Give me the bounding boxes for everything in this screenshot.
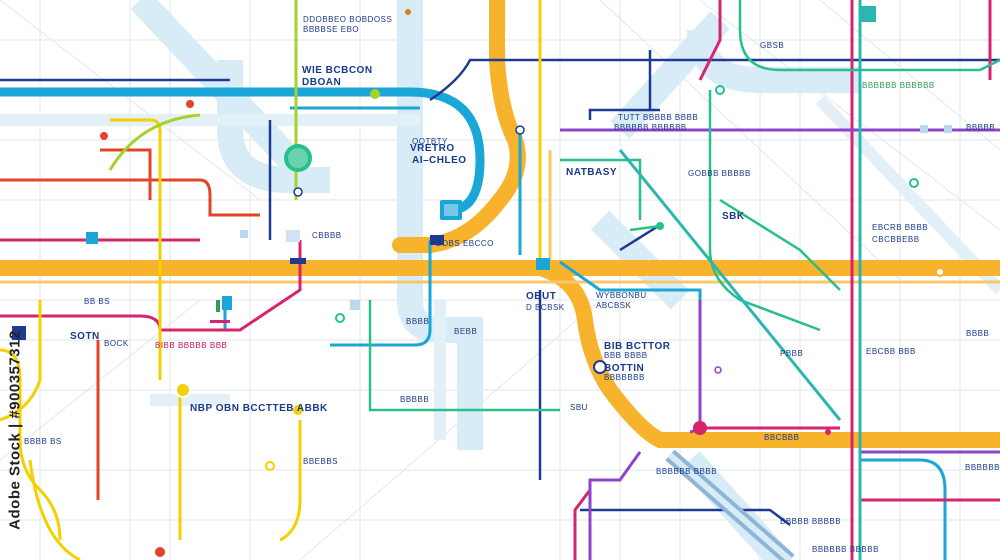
label-sbu: SBU — [570, 403, 588, 412]
yellow-line — [0, 0, 542, 560]
label-oval-3: AI–CHLEO — [412, 155, 467, 166]
label-ebcrb-2: CBCBBEBB — [872, 235, 920, 244]
label-ebcrb: EBCRB BBBB — [872, 223, 929, 232]
stock-watermark: Adobe Stock | #900357312 — [2, 320, 28, 540]
red-line — [0, 148, 260, 500]
label-gobo: GOBBB BBBBB — [688, 169, 751, 178]
label-top-center-1: DDOBBEO BOBDOSS — [303, 15, 393, 24]
label-bbbb: BBBB — [406, 317, 430, 326]
label-far-right-2: BBBBB — [966, 123, 996, 132]
label-dboan: DBOAN — [302, 77, 342, 88]
station-markers — [12, 6, 945, 557]
label-bib-bcttor: BIB BCTTOR — [604, 341, 671, 352]
label-sbk: SBK — [722, 211, 745, 222]
label-tutt-2: BBBBBB BBBBBB — [614, 123, 687, 132]
label-gbsb: GBSB — [760, 41, 785, 50]
label-bb-bs: BB BS — [84, 297, 111, 306]
label-oval-2: VRETRO — [410, 143, 455, 154]
label-oval-1: OOTBTY — [412, 137, 448, 146]
watermark-text: Adobe Stock | #900357312 — [6, 330, 24, 530]
label-bib-bcttor-3: BOTTIN — [604, 363, 645, 374]
label-bbebbs: BBEBBS — [303, 457, 339, 466]
label-bottom-mid-2: BBBBBB BBBB — [656, 467, 718, 476]
label-bobs-ebcco: BOBS EBCCO — [436, 239, 494, 248]
label-wie-bcbcon: WIE BCBCON — [302, 65, 373, 76]
label-natbasy: NATBASY — [566, 167, 618, 178]
label-bottom-mid: BBBBBB BBBBB — [812, 545, 879, 554]
label-bib-bcttor-2: BBB BBBB — [604, 351, 648, 360]
green-line — [368, 0, 1000, 412]
light-roads — [0, 95, 1000, 440]
label-bottom-right-1: BBBBBB BBBBBB — [965, 463, 1000, 472]
decor-tiles — [210, 125, 952, 323]
label-tutt: TUTT BBBBB BBBB — [618, 113, 699, 122]
orange-line — [0, 0, 1000, 448]
label-top-right-b: BBBBBB BBBBBB — [862, 81, 935, 90]
label-obdosk: D BCBSK — [526, 303, 565, 312]
navy-line — [0, 50, 1000, 526]
river-band — [665, 449, 795, 560]
label-bottom-right-2: BBBBB BBBBB — [780, 517, 842, 526]
label-obut: OBUT — [526, 291, 557, 302]
label-bbbbb-sm: BBBBB — [400, 395, 430, 404]
label-wybnodu: WYBBONBU — [596, 291, 647, 300]
label-top-center-2: BBBBSE EBO — [303, 25, 360, 34]
label-bebb: BEBB — [454, 327, 478, 336]
label-ebcbb-mid: EBCBB BBB — [866, 347, 916, 356]
label-main-stop: NBP OBN BCCTTEB ABBK — [190, 403, 328, 414]
label-cbbbb: CBBBB — [312, 231, 342, 240]
label-ribb: BIBB BBBBB BBB — [155, 341, 228, 350]
label-pbbb: PBBB — [780, 349, 804, 358]
label-abcbsk: ABCBSK — [596, 301, 632, 310]
teal-line — [618, 0, 862, 560]
label-sotn: SOTN — [70, 331, 100, 342]
label-far-right-1: BBBB — [966, 329, 990, 338]
label-left-bs: BBBB BS — [24, 437, 62, 446]
label-sotn-2: BOCK — [104, 339, 129, 348]
label-bbcbbb: BBCBBB — [764, 433, 800, 442]
label-bib-bcttor-4: BBBBBBB — [604, 373, 645, 382]
cyan-line — [0, 87, 485, 215]
